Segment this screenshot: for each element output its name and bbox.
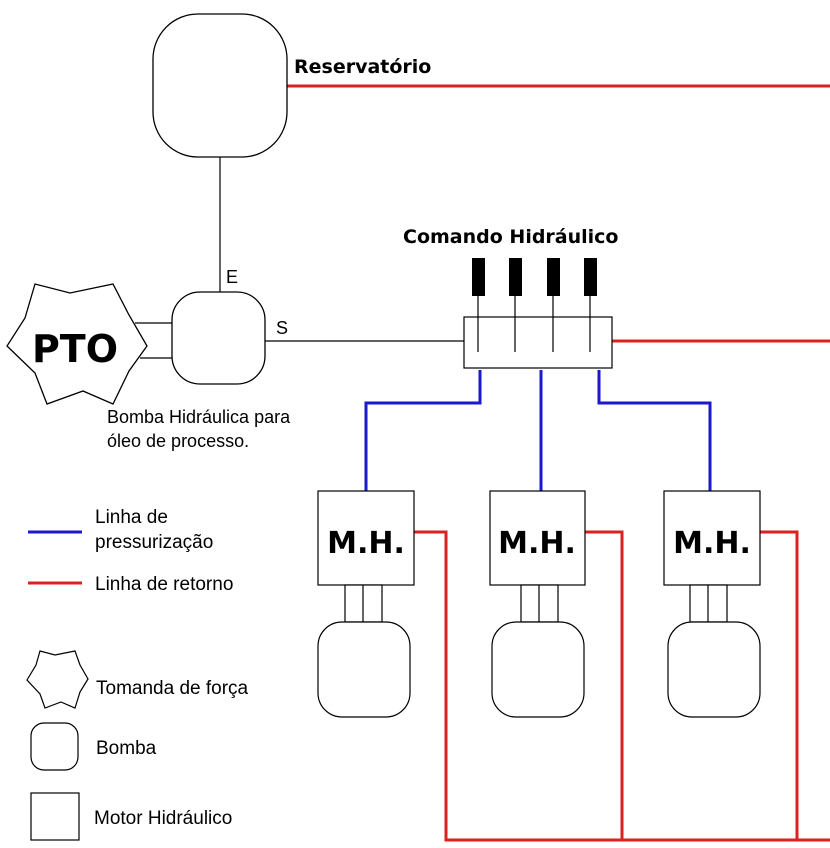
pto-label: PTO [32, 327, 118, 371]
control-lever-3 [547, 258, 560, 296]
pto-star [6, 283, 148, 405]
motor-box [663, 490, 761, 586]
legend: Linha de pressurização Linha de retorno … [26, 507, 249, 841]
legend-return-label: Linha de retorno [95, 574, 233, 595]
motor-label: M.H. [327, 526, 405, 561]
motor-box [489, 490, 586, 586]
motor-unit-1: M.H. [317, 490, 415, 718]
pressure-line-1 [364, 370, 482, 491]
legend-pto-icon [26, 650, 89, 709]
reservoir-tank [152, 13, 288, 158]
motor-pump [667, 621, 761, 718]
legend-pressure-label-1: Linha de [95, 507, 168, 528]
pump-outlet-label: S [276, 318, 288, 338]
legend-motor-label: Motor Hidráulico [94, 808, 232, 829]
return-line-motor-2 [585, 530, 624, 840]
motor-pump [491, 621, 585, 718]
control-levers [472, 258, 597, 352]
motor-unit-3: M.H. [663, 490, 761, 718]
motor-box [317, 490, 415, 586]
legend-pump-label: Bomba [96, 738, 157, 759]
reservoir-label: Reservatório [294, 56, 431, 78]
motor-label: M.H. [673, 526, 751, 561]
pressure-line-3 [597, 370, 712, 491]
return-lines [287, 84, 830, 842]
control-lever-1 [472, 258, 485, 296]
legend-motor-icon [30, 792, 80, 841]
legend-pto-label: Tomanda de força [96, 678, 249, 699]
legend-pressure-label-2: pressurização [95, 532, 213, 553]
motor-pump [317, 621, 411, 718]
motor-unit-2: M.H. [489, 490, 586, 718]
pump-inlet-label: E [226, 267, 238, 287]
control-lever-4 [584, 258, 597, 296]
control-lever-2 [509, 258, 522, 296]
pump-caption-line2: óleo de processo. [107, 431, 249, 451]
pressure-lines [364, 370, 712, 491]
return-line-motor-1 [414, 530, 830, 842]
control-valve-body [463, 316, 613, 369]
main-pump [171, 291, 266, 385]
return-line-motor-3 [760, 530, 799, 840]
pump-caption-line1: Bomba Hidráulica para [107, 407, 291, 427]
control-label: Comando Hidráulico [403, 226, 619, 248]
motor-label: M.H. [498, 526, 576, 561]
legend-pump-icon [30, 722, 79, 771]
